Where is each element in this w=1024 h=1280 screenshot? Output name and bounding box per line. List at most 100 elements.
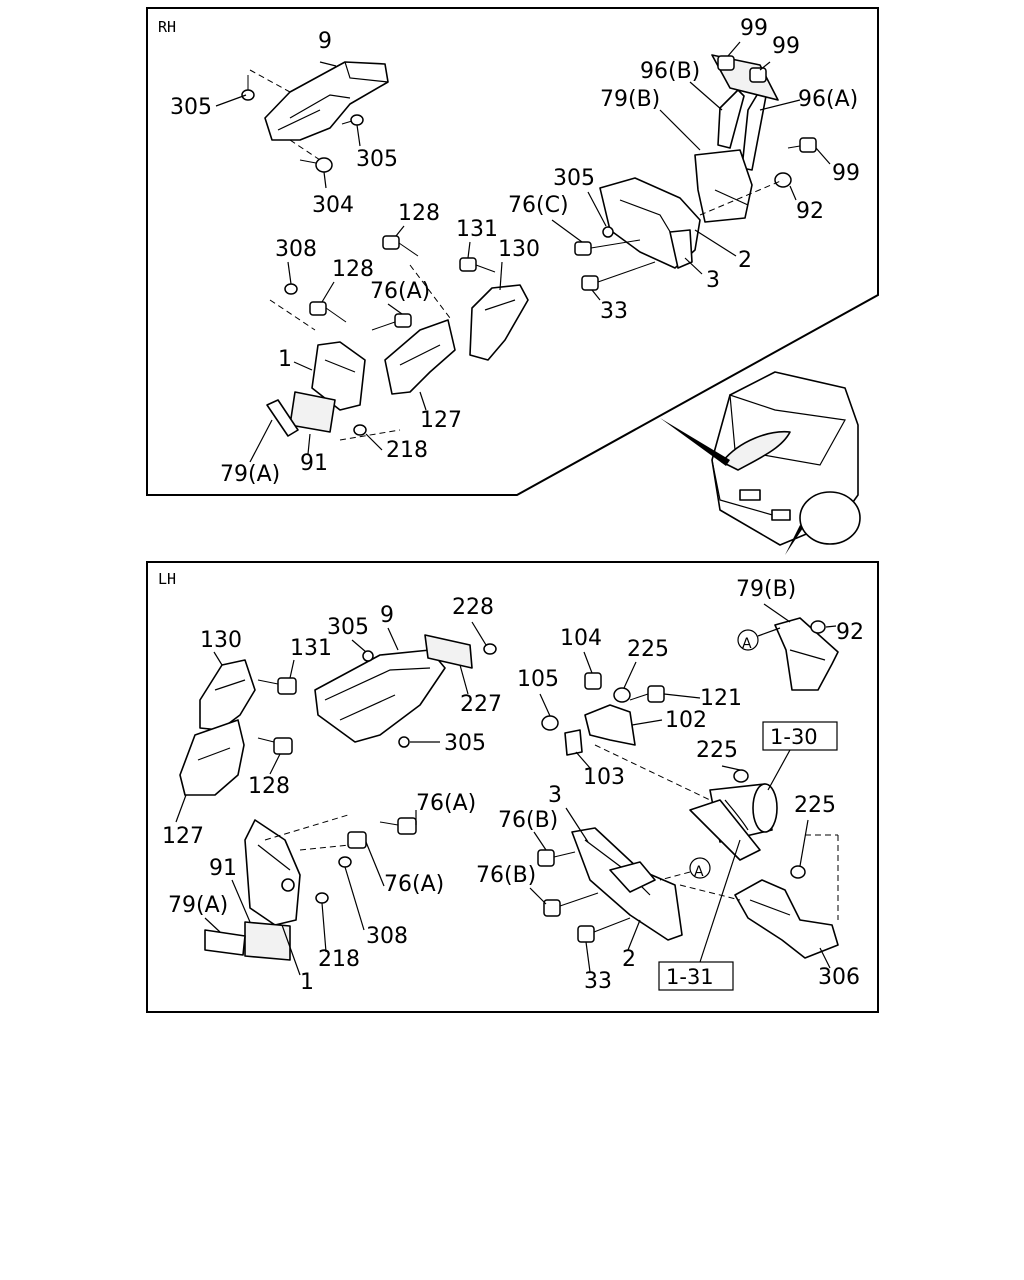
rh-part-label: 131 bbox=[456, 217, 498, 242]
rh-part-label: 128 bbox=[332, 257, 374, 282]
lh-bolt-76a-a bbox=[379, 817, 417, 835]
lh-part-label: 1 bbox=[300, 970, 314, 995]
rh-part-label: 305 bbox=[553, 166, 595, 191]
lh-leader-22 bbox=[231, 879, 251, 923]
lh-nut-225-c bbox=[790, 865, 806, 879]
lh-part-label: 306 bbox=[818, 965, 860, 990]
part-labels: 9305305304999996(B)96(A)79(B)993059276(C… bbox=[162, 16, 864, 995]
lh-nut-225-a bbox=[613, 687, 631, 703]
lh-leader-13 bbox=[539, 693, 551, 717]
rh-part-label: 3 bbox=[706, 268, 720, 293]
lh-screw-228 bbox=[483, 643, 497, 655]
lh-leader-14 bbox=[663, 693, 701, 699]
lh-part-label: 79(A) bbox=[168, 893, 228, 918]
lh-panel: LH bbox=[146, 561, 879, 1013]
rh-part-79a-clip bbox=[266, 399, 299, 437]
lh-part-91-pad bbox=[244, 921, 291, 961]
lh-part-label: 130 bbox=[200, 628, 242, 653]
lh-leader-0 bbox=[763, 603, 791, 623]
lh-leader-10 bbox=[175, 794, 187, 823]
rh-bolt-33 bbox=[581, 261, 656, 291]
rh-screw-218 bbox=[353, 424, 367, 436]
rh-part-label: 218 bbox=[386, 438, 428, 463]
rh-part-label: 99 bbox=[832, 161, 860, 186]
lh-part-127 bbox=[179, 719, 245, 796]
lh-leader-28 bbox=[585, 941, 591, 973]
rh-leader-3 bbox=[323, 171, 327, 189]
lh-bolt-76b-a bbox=[537, 849, 576, 867]
lh-part-label: 105 bbox=[517, 667, 559, 692]
lh-mount-bracket bbox=[571, 827, 683, 941]
lh-leader-26 bbox=[281, 924, 301, 976]
rh-leader-2 bbox=[356, 124, 361, 147]
lh-nut-225-b bbox=[733, 769, 749, 783]
lh-part-label: 305 bbox=[327, 615, 369, 640]
rh-part-label: 33 bbox=[600, 299, 628, 324]
lh-part-label: 76(B) bbox=[498, 808, 558, 833]
rh-part-label: 1 bbox=[278, 347, 292, 372]
lh-leader-31 bbox=[819, 947, 831, 969]
lh-part-label: 9 bbox=[380, 603, 394, 628]
rh-bracket-79b bbox=[694, 149, 753, 223]
rh-leader-10 bbox=[587, 191, 607, 227]
lh-part-label: 92 bbox=[836, 620, 864, 645]
lh-leader-11 bbox=[583, 651, 593, 674]
rh-part-label: 127 bbox=[420, 408, 462, 433]
rh-bolt-99-a bbox=[717, 55, 735, 71]
lh-leader-3 bbox=[289, 659, 295, 679]
rh-leader-6 bbox=[689, 81, 723, 111]
lh-leader-16 bbox=[575, 751, 591, 769]
lh-leader-29 bbox=[627, 919, 641, 951]
rh-part-label: 99 bbox=[772, 34, 800, 59]
rh-leader-18 bbox=[499, 261, 503, 291]
rh-part-9-bracket bbox=[264, 61, 389, 141]
lh-plate-103 bbox=[564, 729, 583, 756]
lh-nut-92 bbox=[810, 620, 826, 634]
lh-screw-305-b bbox=[398, 736, 410, 748]
lh-bolt-131 bbox=[257, 677, 297, 695]
rh-leader-21 bbox=[387, 303, 403, 315]
lh-part-79a-clip bbox=[204, 929, 246, 956]
truck-cab-illustration bbox=[660, 371, 861, 555]
rh-panel: RH bbox=[146, 7, 879, 555]
lh-bolt-76a-b bbox=[347, 831, 367, 849]
rh-leader-14 bbox=[684, 257, 703, 275]
rh-part-label: 79(B) bbox=[600, 87, 660, 112]
lh-leader-7 bbox=[459, 664, 469, 695]
rh-part-label: 2 bbox=[738, 248, 752, 273]
lh-part-130 bbox=[199, 659, 256, 731]
rh-bolt-99-c bbox=[787, 137, 817, 153]
lh-part-label: 3 bbox=[548, 783, 562, 808]
rh-part-label: 76(C) bbox=[508, 193, 569, 218]
svg-text:A: A bbox=[694, 864, 704, 880]
rh-leader-22 bbox=[293, 361, 313, 371]
lh-leader-23 bbox=[204, 917, 221, 933]
lh-leader-5 bbox=[387, 627, 399, 651]
rh-part-91-pad bbox=[289, 391, 336, 433]
lh-part-label: 225 bbox=[696, 738, 738, 763]
rh-leader-0 bbox=[319, 61, 337, 67]
lh-part-label: 102 bbox=[665, 708, 707, 733]
lh-part-label: 225 bbox=[794, 793, 836, 818]
rh-bolt-131 bbox=[459, 257, 496, 273]
rh-screw-305-c bbox=[602, 226, 614, 238]
lh-leader-9 bbox=[269, 753, 281, 775]
ref-box-1-31[interactable]: 1-31 bbox=[658, 839, 741, 991]
lh-leader-27 bbox=[529, 887, 547, 905]
lh-part-9-bracket bbox=[314, 649, 446, 743]
lh-cylinder-tank bbox=[689, 783, 778, 861]
rh-part-label: 305 bbox=[356, 147, 398, 172]
lh-part-label: 104 bbox=[560, 626, 602, 651]
lh-bolt-33 bbox=[577, 917, 631, 943]
ref-box-1-30[interactable]: 1-30 bbox=[762, 721, 838, 791]
lh-leader-15 bbox=[631, 719, 663, 726]
rh-part-label: 308 bbox=[275, 237, 317, 262]
lh-leader-20 bbox=[533, 831, 547, 851]
lh-part-1 bbox=[244, 819, 301, 926]
lh-part-label: 76(A) bbox=[384, 872, 444, 897]
lh-part-label: 218 bbox=[318, 947, 360, 972]
rh-bolt-99-b bbox=[749, 67, 767, 83]
rh-bolt-128-a bbox=[382, 235, 419, 257]
lh-leader-19 bbox=[565, 807, 589, 843]
lh-panel-tag: LH bbox=[158, 570, 176, 588]
